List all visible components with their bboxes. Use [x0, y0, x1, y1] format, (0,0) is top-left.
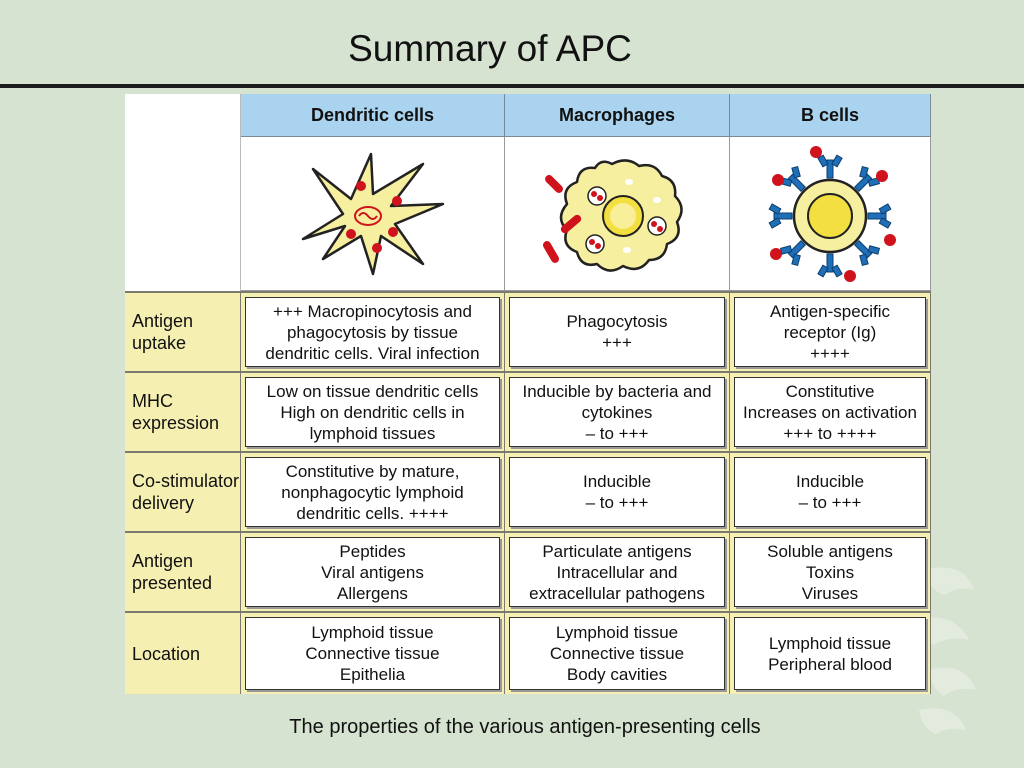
table-cell: Inducible by bacteria and cytokines – to… [505, 371, 730, 451]
apc-table: Dendritic cells Macrophages B cells [125, 94, 931, 694]
dendritic-cell-picture [241, 137, 505, 291]
cell-text: Inducible by bacteria and cytokines – to… [509, 377, 725, 447]
row-label-antigen-uptake: Antigen uptake [125, 291, 241, 371]
table-cell: Peptides Viral antigens Allergens [241, 531, 505, 611]
dendritic-cell-icon [301, 152, 444, 275]
slide-title: Summary of APC [348, 28, 632, 69]
b-cell-icon [768, 145, 896, 282]
table-cell: +++ Macropinocytosis and phagocytosis by… [241, 291, 505, 371]
cell-text: Peptides Viral antigens Allergens [245, 537, 500, 607]
table-cell: Constitutive Increases on activation +++… [730, 371, 931, 451]
table-cell: Antigen-specific receptor (Ig) ++++ [730, 291, 931, 371]
column-header-dendritic-cells: Dendritic cells [241, 94, 505, 137]
table-corner [125, 94, 241, 137]
table-cell: Constitutive by mature, nonphagocytic ly… [241, 451, 505, 531]
cell-text: Low on tissue dendritic cells High on de… [245, 377, 500, 447]
cell-text: Constitutive Increases on activation +++… [734, 377, 926, 447]
table-cell: Lymphoid tissue Peripheral blood [730, 611, 931, 694]
table-cell: Inducible – to +++ [505, 451, 730, 531]
cell-text: Soluble antigens Toxins Viruses [734, 537, 926, 607]
table-cell: Particulate antigens Intracellular and e… [505, 531, 730, 611]
table-cell: Inducible – to +++ [730, 451, 931, 531]
cell-text: Antigen-specific receptor (Ig) ++++ [734, 297, 926, 367]
cell-text: Particulate antigens Intracellular and e… [509, 537, 725, 607]
table-cell: Soluble antigens Toxins Viruses [730, 531, 931, 611]
cell-text: Lymphoid tissue Connective tissue Epithe… [245, 617, 500, 690]
table-cell: Low on tissue dendritic cells High on de… [241, 371, 505, 451]
row-label-mhc-expression: MHC expression [125, 371, 241, 451]
title-divider [0, 84, 1024, 88]
cell-text: Inducible – to +++ [509, 457, 725, 527]
row-label-co-stimulator-delivery: Co-stimulator delivery [125, 451, 241, 531]
b-cell-picture [730, 137, 931, 291]
cell-text: Inducible – to +++ [734, 457, 926, 527]
column-header-macrophages: Macrophages [505, 94, 730, 137]
picture-row-corner [125, 137, 241, 291]
table-cell: Phagocytosis +++ [505, 291, 730, 371]
row-label-antigen-presented: Antigen presented [125, 531, 241, 611]
cell-text: Constitutive by mature, nonphagocytic ly… [245, 457, 500, 527]
macrophage-picture [505, 137, 730, 291]
table-cell: Lymphoid tissue Connective tissue Body c… [505, 611, 730, 694]
column-header-b-cells: B cells [730, 94, 931, 137]
table-cell: Lymphoid tissue Connective tissue Epithe… [241, 611, 505, 694]
cell-text: +++ Macropinocytosis and phagocytosis by… [245, 297, 500, 367]
row-label-location: Location [125, 611, 241, 694]
slide-caption: The properties of the various antigen-pr… [289, 716, 761, 738]
cell-text: Lymphoid tissue Connective tissue Body c… [509, 617, 725, 690]
cell-text: Phagocytosis +++ [509, 297, 725, 367]
macrophage-icon [543, 158, 683, 272]
cell-text: Lymphoid tissue Peripheral blood [734, 617, 926, 690]
